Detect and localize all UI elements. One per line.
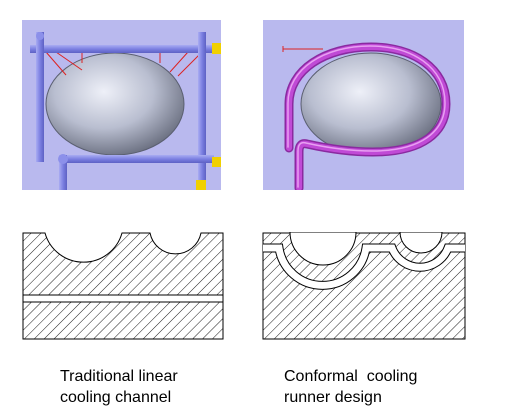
upper-mold-section bbox=[22, 232, 224, 296]
conformal-caption-line-2: runner design bbox=[284, 389, 382, 406]
conformal-channel-band-inner bbox=[263, 244, 465, 289]
left-vertical-channel bbox=[36, 32, 44, 162]
outlet-port-bottom bbox=[196, 180, 206, 190]
traditional-caption-line-1: Traditional linear bbox=[60, 368, 178, 385]
bottom-left-drop bbox=[59, 155, 67, 190]
conformal-caption-line-1: Conformal cooling bbox=[284, 368, 418, 385]
conformal-cross-section bbox=[262, 232, 466, 340]
straight-channel-gap bbox=[22, 294, 224, 303]
traditional-cross-section bbox=[22, 232, 224, 340]
top-channel bbox=[30, 45, 214, 53]
conformal-caption: Conformal cooling runner design bbox=[284, 366, 417, 408]
drill-line bbox=[282, 46, 323, 52]
mold-cavity bbox=[45, 52, 185, 156]
traditional-caption-line-2: cooling channel bbox=[60, 389, 172, 406]
traditional-cooling-3d-view bbox=[22, 20, 221, 190]
drill-lines bbox=[45, 51, 201, 77]
channel-end-bottom bbox=[58, 154, 68, 164]
conformal-channel bbox=[286, 44, 449, 190]
inlet-port-top bbox=[212, 43, 221, 54]
cavity-cut bbox=[289, 232, 443, 266]
outlet-port-middle bbox=[212, 157, 221, 167]
channel-end-left bbox=[36, 32, 44, 40]
conformal-cooling-3d-view bbox=[263, 20, 464, 190]
bottom-channel bbox=[59, 155, 214, 163]
right-vertical-channel bbox=[198, 32, 206, 190]
traditional-caption: Traditional linear cooling channel bbox=[60, 366, 178, 408]
lower-mold-section bbox=[22, 301, 224, 340]
conformal-channel-highlight bbox=[287, 45, 446, 188]
